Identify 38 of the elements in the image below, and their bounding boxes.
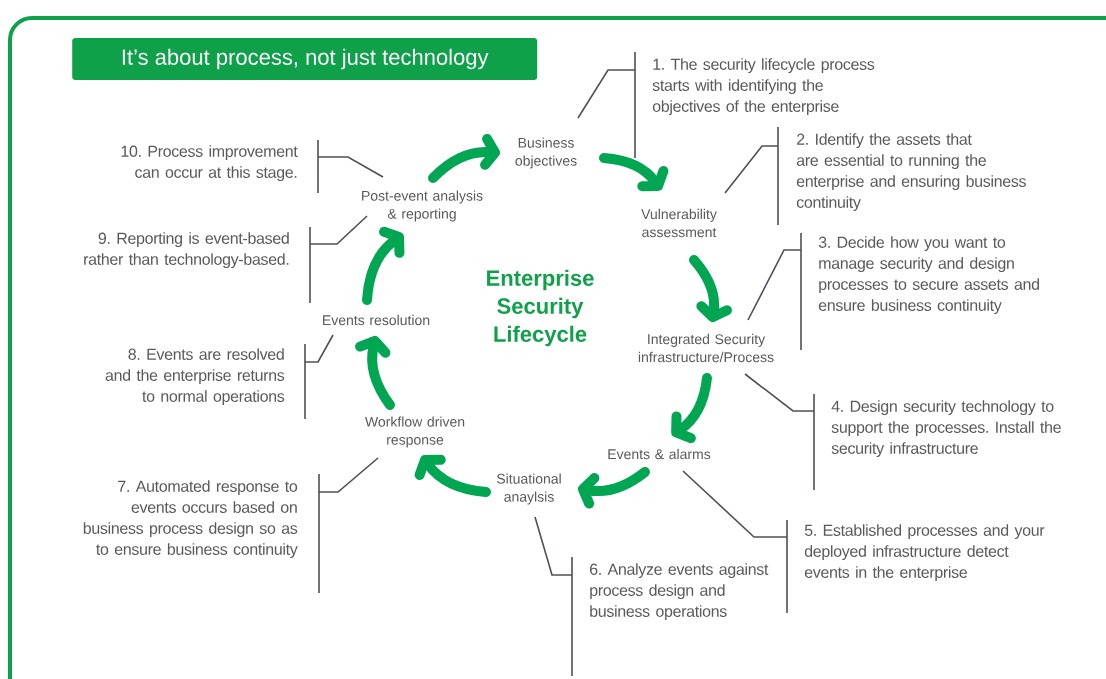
leader-line [724,126,779,226]
annotation-text: 5. Established processes and your deployed infrastructure detect events in the enterprise [804,524,1045,582]
cycle-arrow [362,226,405,305]
stage-label: Situational anaylsis [496,473,561,505]
annotation-text: 10. Process improvement can occur at this stage. [121,145,298,182]
cycle-arrow [428,133,500,183]
cycle-arrow [577,467,650,509]
stage-label: Workflow driven response [365,416,465,448]
center-title: Enterprise Security Lifecycle [487,269,594,347]
annotation-text: 2. Identify the assets that are essential to running the enterprise and ensuring business continuity [796,133,1026,212]
cycle-arrow [689,255,732,323]
cycle-arrow [671,373,712,444]
annotation-text: 3. Decide how you want to manage security and design processes to secure assets and ensure business continuity [818,236,1039,315]
title-banner: It’s about process, not just technology [72,38,538,80]
stage-label: Post-event analysis & reporting [362,190,483,222]
cycle-arrow [414,454,491,497]
stage-label: Events resolution [323,314,430,326]
annotation-text: 9. Reporting is event-based rather than technology-based. [84,232,289,269]
leader-line [682,470,788,614]
leader-line [317,139,384,194]
leader-line [577,51,636,159]
cycle-arrow [599,153,669,192]
annotation-text: 7. Automated response to events occurs based on business process design so as to ensure business continuity [83,480,298,559]
stage-label: Vulnerability assessment [641,208,717,238]
annotation-text: 8. Events are resolved and the enterprise returns to normal operations [105,348,285,406]
annotation-text: 4. Design security technology to support the processes. Install the security infrastructure [831,400,1061,458]
stage-label: Events & alarms [608,448,711,460]
leader-line [309,215,368,304]
annotation-text: 1. The security lifecycle process starts with identifying the objectives of the enterprise [652,58,875,116]
stage-label: Integrated Security infrastructure/Process [638,333,774,363]
leader-line [747,232,802,351]
leader-line [744,373,815,491]
cycle-arrow [355,335,395,410]
leader-line [304,334,334,420]
leader-line [318,457,379,594]
stage-label: Business objectives [515,137,577,169]
annotation-text: 6. Analyze events against process design and business operations [590,563,769,621]
leader-line [534,516,573,677]
